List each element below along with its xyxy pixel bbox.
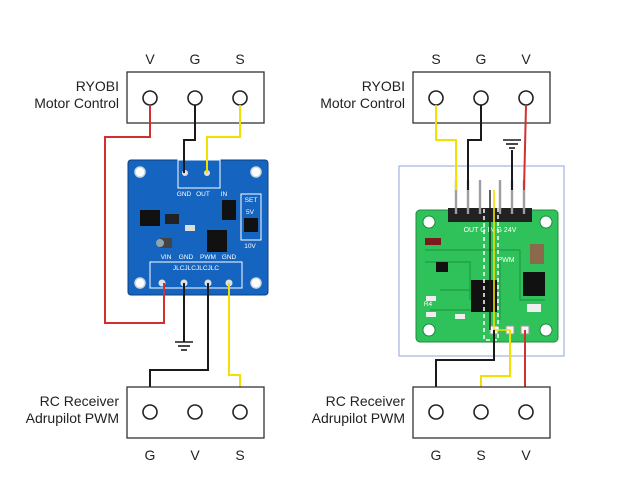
right-motor-label-line1: RYOBI [362,78,405,94]
right-silk-r4: R4 [424,301,433,308]
left-diagram: V G S RYOBI Motor Control [26,51,269,463]
left-silk-gnd: GND [177,191,192,198]
left-rc-label-line2: Adrupilot PWM [26,410,119,426]
right-green-board: OUT G IN G 24V PWM R4 [415,179,559,343]
right-silk-pwm: PWM [497,257,514,264]
right-rc-label-line2: Adrupilot PWM [312,410,405,426]
left-silk-gnd2: GND [179,254,194,261]
right-rc-label-line1: RC Receiver [326,393,406,409]
left-ground-wire-top [183,105,196,173]
left-top-pin-2: G [190,51,201,67]
right-bottom-hole-1 [428,404,444,420]
left-bottom-hole-3 [232,404,248,420]
left-top-pin-3: S [235,51,244,67]
left-silk-gnd3: GND [222,254,237,261]
right-top-hole-3 [518,90,534,106]
left-bottom-pin-3: S [235,447,244,463]
right-top-hole-2 [473,90,489,106]
left-bottom-pin-1: G [145,447,156,463]
right-top-pin-1: S [431,51,440,67]
right-top-pin-2: G [476,51,487,67]
left-silk-brand: JLCJLCJLCJLC [173,265,220,272]
left-top-hole-3 [232,90,248,106]
left-silk-pwm: PWM [200,254,216,261]
left-top-hole-1 [142,90,158,106]
right-bottom-hole-3 [518,404,534,420]
right-ground-wire-bottom [435,330,495,405]
right-top-pin-3: V [521,51,531,67]
left-motor-label-line2: Motor Control [34,95,119,111]
right-bottom-pin-2: S [476,447,485,463]
right-top-hole-1 [428,90,444,106]
left-rc-label-line1: RC Receiver [40,393,120,409]
left-power-wire [104,105,165,324]
right-power-wire-top [523,104,527,191]
right-motor-label-line2: Motor Control [320,95,405,111]
right-signal-wire-top [435,105,457,190]
left-silk-out: OUT [196,191,210,198]
left-bottom-pin-2: V [190,447,200,463]
right-bottom-pin-3: V [521,447,531,463]
right-bottom-hole-2 [473,404,489,420]
left-top-hole-2 [187,90,203,106]
left-silk-vin: VIN [161,254,172,261]
left-signal-wire-top [206,105,241,173]
left-motor-label-line1: RYOBI [76,78,119,94]
right-bottom-pin-1: G [431,447,442,463]
right-ground-wire-top [467,105,482,190]
left-silk-set: SET [245,197,258,204]
right-ground-symbol [503,139,521,149]
left-silk-in: IN [221,191,228,198]
right-diagram: S G V RYOBI Motor Control [312,51,565,463]
left-blue-board: GND OUT IN SET 5V 10V VIN GND PWM GND JL… [127,159,269,296]
left-top-pin-1: V [145,51,155,67]
left-bottom-hole-2 [187,404,203,420]
left-bottom-hole-1 [142,404,158,420]
left-silk-10v: 10V [244,243,256,250]
left-ground-symbol [175,341,193,351]
left-silk-5v: 5V [246,209,255,216]
